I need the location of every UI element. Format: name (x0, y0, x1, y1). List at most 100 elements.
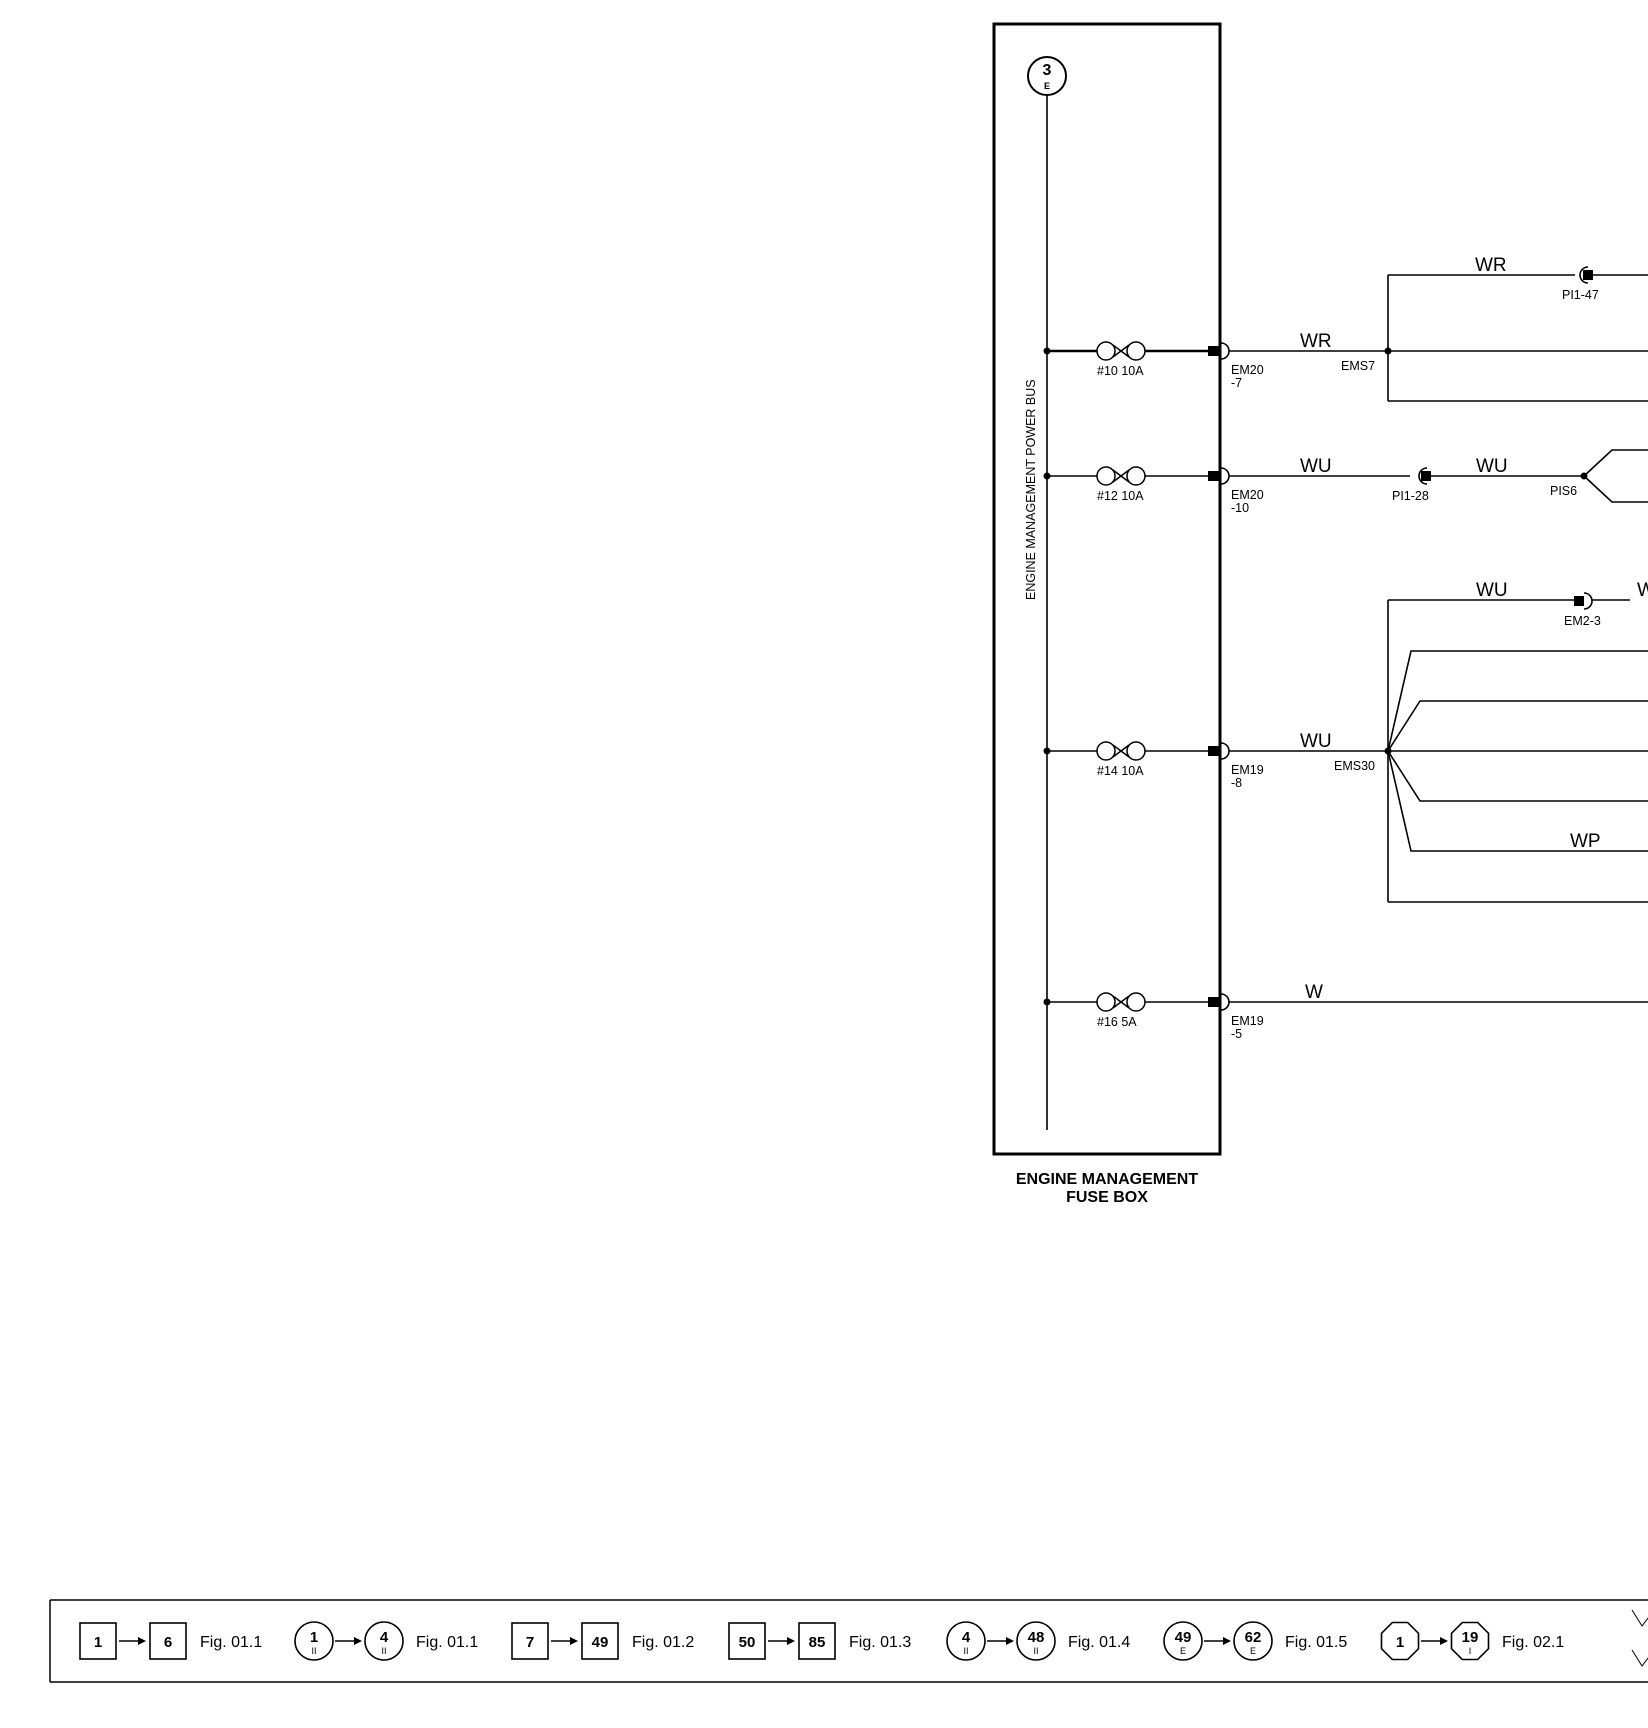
ems30-fan-2 (1387, 700, 1648, 752)
connector-pin (1208, 346, 1221, 356)
legend-from-number-1: 1 (310, 1629, 318, 1646)
wire-label-wp: WP (1570, 831, 1601, 852)
legend-from-number-5: 49 (1175, 1629, 1192, 1646)
wire-label-cut: W (1637, 580, 1648, 601)
legend-to-sub-5: E (1250, 1646, 1256, 1656)
connector-pin-em20-7: -7 (1231, 376, 1242, 390)
legend-from-number-2: 7 (526, 1634, 534, 1651)
pin-label-pi1-47: PI1-47 (1562, 288, 1599, 302)
legend-from-marker-4: 4II (946, 1621, 986, 1661)
connector-label-em19-5: EM19 (1231, 1014, 1264, 1028)
ems30-fan-4 (1387, 750, 1648, 852)
fuse-label-12: #12 10A (1097, 489, 1144, 503)
connector-pin-em19-5: -5 (1231, 1027, 1242, 1041)
legend-fig-label-2: Fig. 01.2 (632, 1634, 694, 1651)
connector-label-em20-7: EM20 (1231, 363, 1264, 377)
connector-label-em19-8: EM19 (1231, 763, 1264, 777)
legend-from-marker-3: 50 (728, 1622, 766, 1660)
legend-to-number-4: 48 (1028, 1629, 1045, 1646)
pin-em2-3 (1574, 596, 1584, 606)
connector-label-em20-10: EM20 (1231, 488, 1264, 502)
legend-fig-label-6: Fig. 02.1 (1502, 1634, 1564, 1651)
ems30-fan-1 (1387, 650, 1648, 752)
wire-label-wu-right: WU (1476, 456, 1508, 477)
power-bus-label: ENGINE MANAGEMENT POWER BUS (1024, 379, 1038, 600)
legend-arrow-6 (1421, 1637, 1448, 1645)
legend-from-marker-1: 1II (294, 1621, 334, 1661)
legend-to-marker-2: 49 (581, 1622, 619, 1660)
fuse-symbol-10 (1096, 341, 1146, 361)
legend-to-number-2: 49 (592, 1634, 609, 1651)
legend-to-number-3: 85 (809, 1634, 826, 1651)
wire-label-wu-top: WU (1476, 580, 1508, 601)
wire-label-wu-ems30: WU (1300, 731, 1332, 752)
legend-from-marker-5: 49E (1163, 1621, 1203, 1661)
fuse-symbol-12 (1096, 466, 1146, 486)
fuse-label-14: #14 10A (1097, 764, 1144, 778)
splice-label-pis6: PIS6 (1550, 484, 1577, 498)
legend-to-marker-1: 4II (364, 1621, 404, 1661)
legend-to-marker-3: 85 (798, 1622, 836, 1660)
bus-reference-marker: 3 E (1027, 56, 1067, 96)
connector-pin-em20-10: -10 (1231, 501, 1249, 515)
legend-cut-mark-2 (1631, 1649, 1648, 1667)
fuse-label-16: #16 5A (1097, 1015, 1137, 1029)
bus-reference-letter: E (1044, 81, 1050, 91)
legend-from-number-3: 50 (739, 1634, 756, 1651)
legend-to-sub-4: II (1033, 1646, 1038, 1656)
legend-to-number-5: 62 (1245, 1629, 1262, 1646)
legend-from-marker-0: 1 (79, 1622, 117, 1660)
legend-from-number-4: 4 (962, 1629, 971, 1646)
splice-label-ems7: EMS7 (1341, 359, 1375, 373)
legend-to-marker-5: 62E (1233, 1621, 1273, 1661)
legend-from-sub-4: II (963, 1646, 968, 1656)
fuse-symbol-16 (1096, 992, 1146, 1012)
legend-from-number-0: 1 (94, 1634, 102, 1651)
splice-label-ems30: EMS30 (1334, 759, 1375, 773)
legend-to-number-6: 19 (1462, 1629, 1479, 1646)
legend-fig-label-5: Fig. 01.5 (1285, 1634, 1347, 1651)
pin-label-em2-3: EM2-3 (1564, 614, 1601, 628)
legend-from-marker-2: 7 (511, 1622, 549, 1660)
legend-to-marker-0: 6 (149, 1622, 187, 1660)
pin-pi1-47 (1583, 270, 1593, 280)
fuse-symbol-14 (1096, 741, 1146, 761)
legend-arrow-0 (119, 1637, 146, 1645)
fuse-row-14: #14 10A EM19 -8 (1043, 741, 1264, 790)
bus-reference-number: 3 (1043, 62, 1052, 79)
legend-from-marker-6: 1 (1380, 1621, 1420, 1661)
fuse-box-title-line2: FUSE BOX (1066, 1189, 1148, 1206)
ems30-fan-3 (1387, 750, 1648, 802)
fuse-row-12: #12 10A EM20 -10 (1043, 466, 1264, 515)
legend-to-number-1: 4 (380, 1629, 389, 1646)
legend-from-sub-5: E (1180, 1646, 1186, 1656)
wire-label-wr-top: WR (1475, 255, 1507, 276)
legend-arrow-5 (1204, 1637, 1231, 1645)
legend-fig-label-1: Fig. 01.1 (416, 1634, 478, 1651)
legend-to-sub-6: I (1469, 1646, 1472, 1656)
legend-arrow-3 (768, 1637, 795, 1645)
legend-from-sub-1: II (311, 1646, 316, 1656)
legend-from-number-6: 1 (1396, 1634, 1404, 1651)
connector-pin-em19-8: -8 (1231, 776, 1242, 790)
legend-to-number-0: 6 (164, 1634, 172, 1651)
pin-label-pi1-28: PI1-28 (1392, 489, 1429, 503)
legend-cut-mark-1 (1631, 1609, 1648, 1627)
pin-pi1-28 (1421, 471, 1431, 481)
legend-fig-label-0: Fig. 01.1 (200, 1634, 262, 1651)
wire-label-wu: WU (1300, 456, 1332, 477)
wire-label-wr: WR (1300, 331, 1332, 352)
fuse-row-10: #10 10A EM20 -7 (1043, 341, 1264, 390)
legend-to-sub-1: II (381, 1646, 386, 1656)
fuse-row-16: #16 5A EM19 -5 (1043, 992, 1264, 1041)
legend-arrow-2 (551, 1637, 578, 1645)
legend-arrow-1 (335, 1637, 362, 1645)
legend-arrow-4 (987, 1637, 1014, 1645)
legend-to-marker-6: 19I (1450, 1621, 1490, 1661)
fuse-box-title-line1: ENGINE MANAGEMENT (1016, 1171, 1198, 1188)
wire-label-w: W (1305, 982, 1323, 1003)
fuse-label-10: #10 10A (1097, 364, 1144, 378)
